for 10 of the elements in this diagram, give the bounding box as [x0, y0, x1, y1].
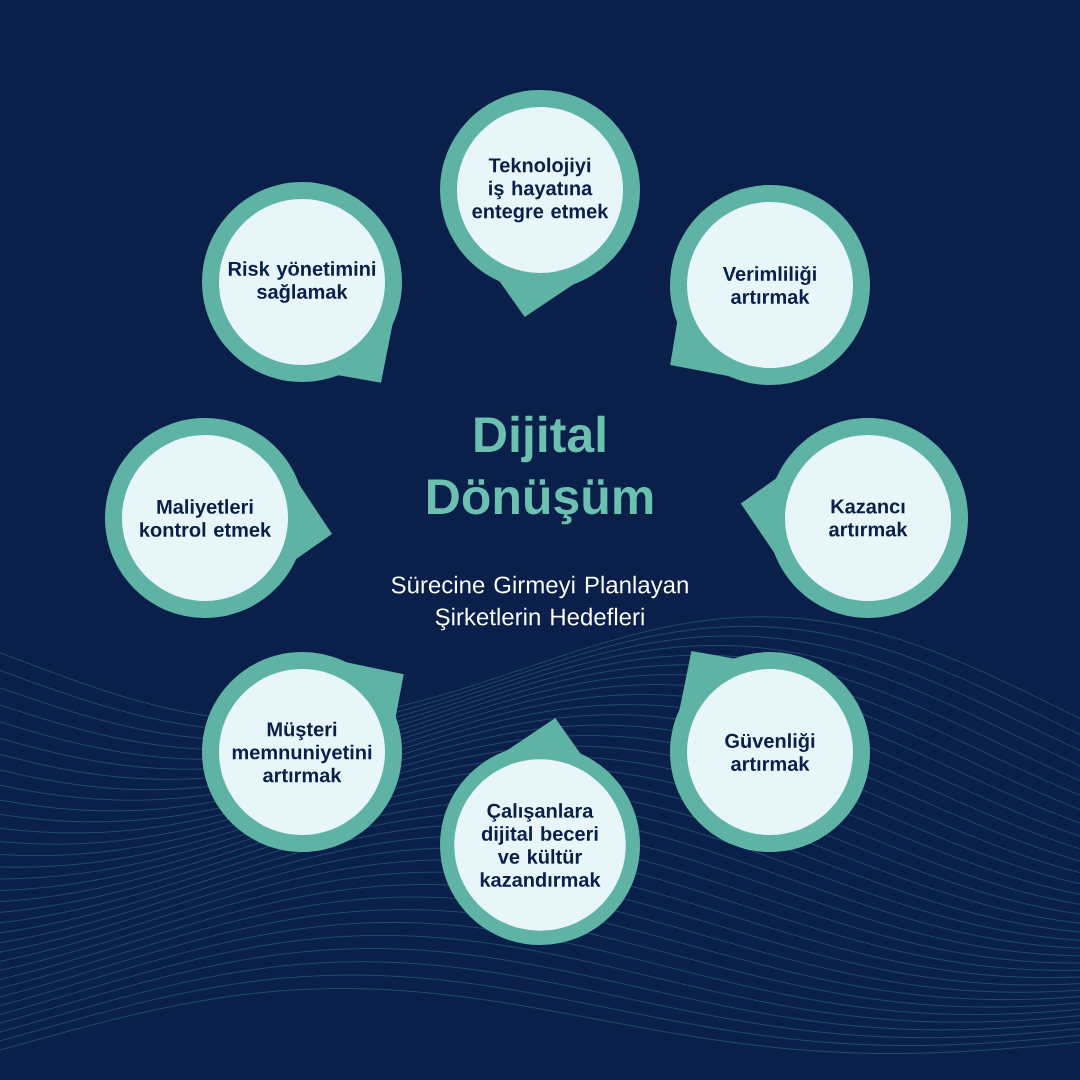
speech-bubble: Çalışanlara dijital beceri ve kültür kazandırmak: [440, 717, 640, 945]
speech-bubble: Kazancı artırmak: [740, 418, 968, 618]
speech-bubble: Maliyetleri kontrol etmek: [105, 418, 332, 618]
speech-bubble: Güvenliği artırmak: [670, 651, 870, 852]
subtitle: Sürecine Girmeyi Planlayan Şirketlerin Hedefleri: [391, 575, 688, 631]
speech-bubble: Risk yönetimini sağlamak: [202, 182, 402, 383]
speech-bubble: Verimliliği artırmak: [670, 185, 870, 385]
title: Dijital Dönüşüm: [428, 415, 653, 525]
speech-bubble: Teknolojiyi iş hayatına entegre etmek: [440, 90, 640, 318]
speech-bubble: Müşteri memnuniyetini artırmak: [202, 652, 404, 852]
